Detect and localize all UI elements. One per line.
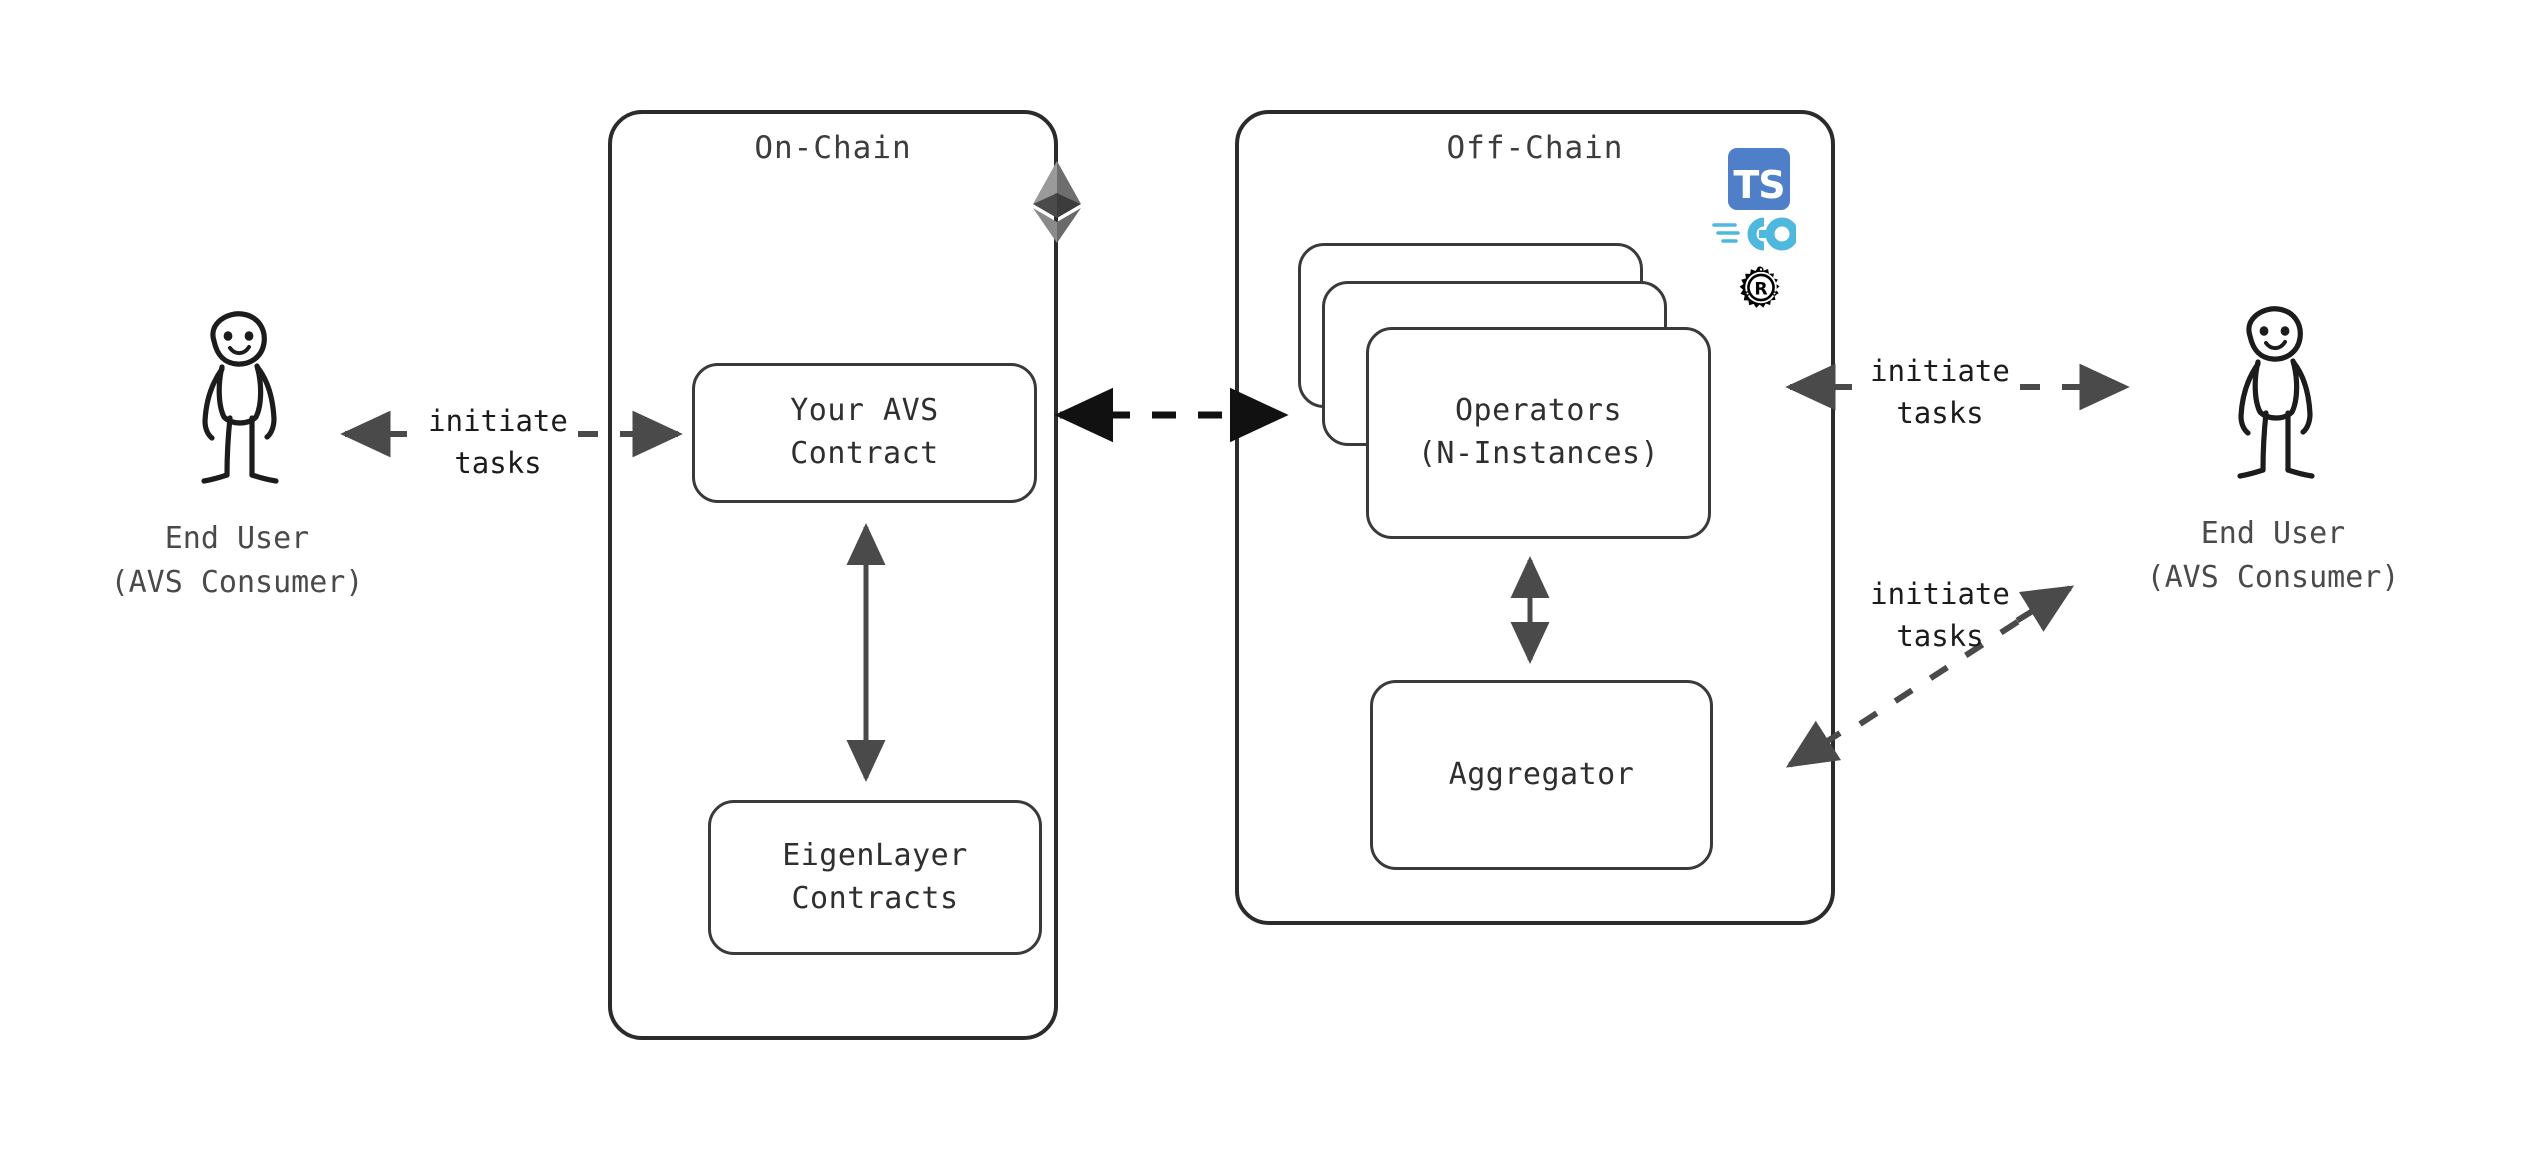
node-eigenlayer-contracts-label: EigenLayer Contracts <box>782 837 968 916</box>
zone-off-chain-title: Off-Chain <box>1446 130 1624 166</box>
typescript-logo-text: TS <box>1733 163 1785 207</box>
node-avs-contract[interactable]: Your AVS Contract <box>692 363 1037 503</box>
actor-end-user-left-caption: End User (AVS Consumer) <box>110 521 364 600</box>
actor-end-user-right[interactable]: End User (AVS Consumer) <box>2147 300 2399 595</box>
node-operators[interactable]: Operators (N-Instances) <box>1366 327 1711 539</box>
edge-label-operators-to-user-right: initiate tasks <box>1870 354 2010 431</box>
node-aggregator-label: Aggregator <box>1448 756 1635 792</box>
edge-label-aggregator-to-user-right: initiate tasks <box>1870 577 2010 654</box>
node-avs-contract-label: Your AVS Contract <box>790 393 939 471</box>
rust-logo-letter: R <box>1754 279 1767 299</box>
typescript-logo: TS <box>1728 148 1790 210</box>
ethereum-logo <box>1031 160 1083 244</box>
edge-label-user-left-to-avs: initiate tasks <box>428 404 568 481</box>
go-logo <box>1712 212 1799 256</box>
node-eigenlayer-contracts[interactable]: EigenLayer Contracts <box>708 800 1042 955</box>
node-operators-label: Operators (N-Instances) <box>1417 393 1660 471</box>
actor-end-user-right-caption: End User (AVS Consumer) <box>2146 516 2400 595</box>
rust-logo: R <box>1737 265 1785 313</box>
zone-on-chain-title: On-Chain <box>754 130 912 166</box>
node-aggregator[interactable]: Aggregator <box>1370 680 1713 870</box>
actor-end-user-left[interactable]: End User (AVS Consumer) <box>111 305 363 600</box>
